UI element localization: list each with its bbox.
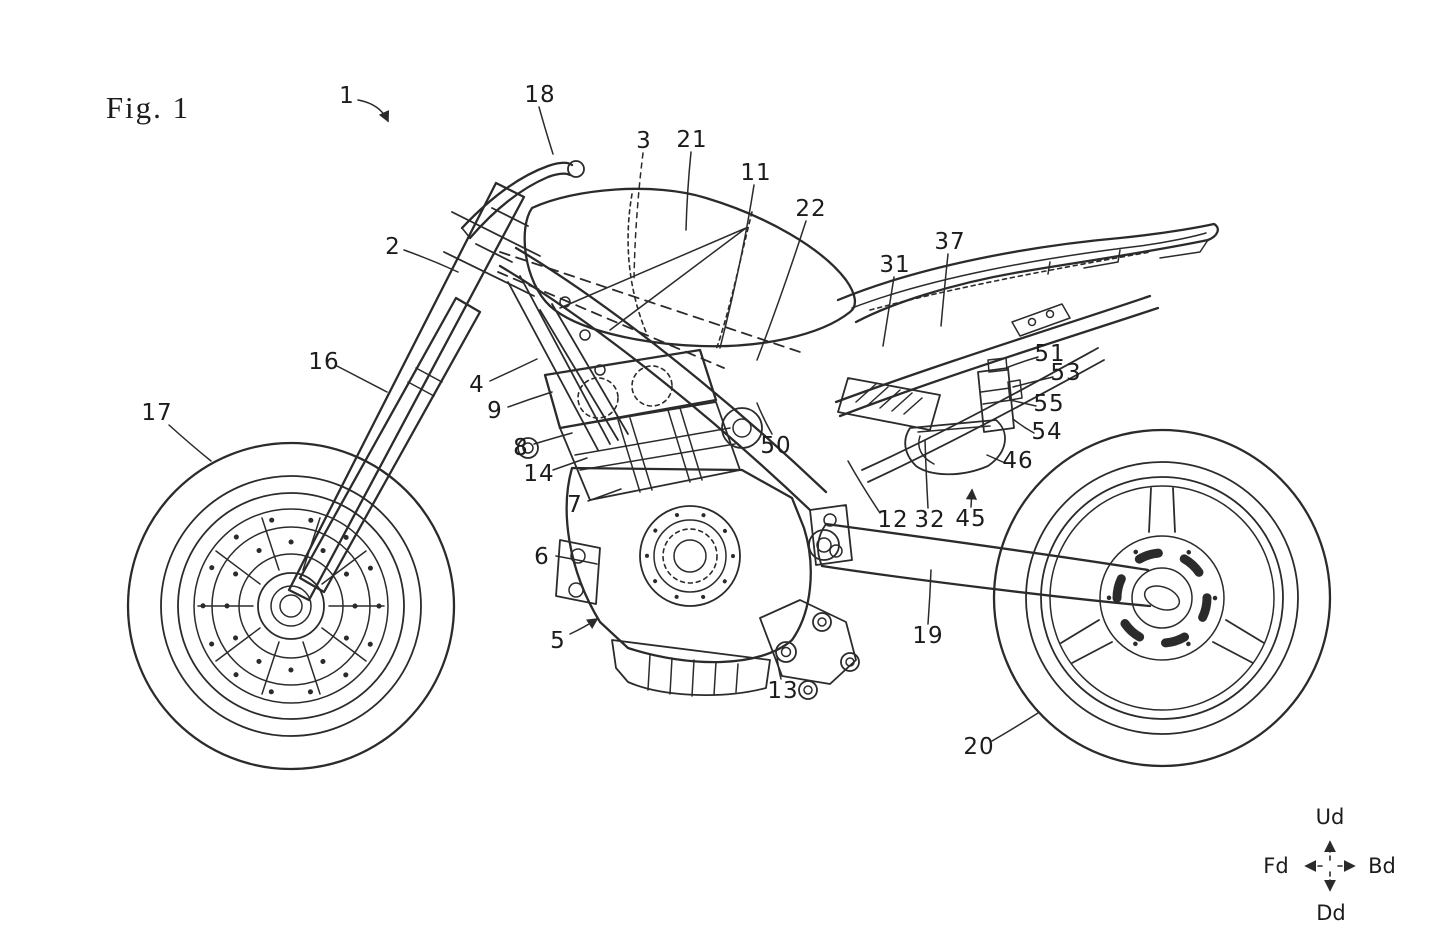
callout-3: 3 [636,128,652,154]
leader-45 [965,488,978,508]
callout-20: 20 [963,734,995,760]
leader-20 [991,712,1039,742]
callout-46: 46 [1002,448,1034,474]
callout-7: 7 [567,492,583,518]
leader-13 [776,655,782,680]
front-wheel [126,441,456,771]
shock-tab [1007,379,1023,401]
leader-1 [357,99,390,123]
leader-31 [882,276,895,347]
callout-37: 37 [934,229,966,255]
leader-21 [685,151,692,231]
leader-55 [1009,399,1037,407]
leader-51 [1005,356,1039,369]
subframe [834,294,1160,483]
compass-up-label: Ud [1315,805,1345,829]
leader-17 [168,424,212,462]
leader-53 [1012,376,1054,388]
callout-6: 6 [534,544,550,570]
leader-5 [569,618,599,635]
leader-50 [756,402,773,435]
leader-54 [1012,418,1035,434]
clutch-cover [639,505,741,607]
leader-3 [633,152,644,281]
compass-front-label: Fd [1263,854,1289,878]
leader-8 [533,432,573,445]
leader-19 [927,569,932,625]
leader-7 [587,488,622,502]
leader-12 [847,460,881,514]
callout-9: 9 [487,398,503,424]
callout-17: 17 [141,400,173,426]
leader-11 [719,184,755,349]
callout-11: 11 [740,160,772,186]
crankcase [565,466,812,664]
shock-body [977,367,1015,433]
callout-50: 50 [760,433,792,459]
hidden-frame-line [499,251,801,353]
leader-6 [555,555,598,565]
callout-55: 55 [1033,391,1065,417]
callout-5: 5 [550,628,566,654]
cam-circle-2 [631,365,673,407]
steering-head [475,207,529,263]
leader-2 [403,249,459,273]
callout-18: 18 [524,82,556,108]
leader-18 [538,106,554,155]
leader-22 [756,220,807,361]
downtube-b [539,303,629,441]
leader-9 [507,391,553,408]
callout-21: 21 [676,127,708,153]
leader-14 [552,457,588,471]
intake-boot [837,377,941,431]
front-mount [555,539,601,605]
compass-back-label: Bd [1368,854,1396,878]
oil-pan [611,639,771,697]
downtube-a [507,275,611,451]
callout-32: 32 [914,507,946,533]
callout-54: 54 [1031,419,1063,445]
seat-tail [836,222,1219,324]
callout-1: 1 [339,83,355,109]
rail-bracket [1011,303,1071,337]
tank-hidden-seam [627,193,647,333]
rear-wheel [992,428,1332,768]
callout-51: 51 [1034,341,1066,367]
leader-32 [924,439,929,509]
callout-16: 16 [308,349,340,375]
direction-compass [1304,840,1356,892]
front-fork [287,181,541,602]
engine [517,348,860,700]
callout-12: 12 [877,507,909,533]
cylinder-head [543,348,718,430]
callout-2: 2 [385,234,401,260]
callout-8: 8 [513,435,529,461]
leader-4 [489,358,538,382]
callout-22: 22 [795,196,827,222]
rear-spokes [1060,487,1265,664]
figure-title: Fig. 1 [105,90,191,125]
leader-46 [986,454,1006,464]
callout-53: 53 [1050,360,1082,386]
callout-45: 45 [955,506,987,532]
leader-16 [336,365,388,393]
handlebar [460,160,585,240]
pivot-plate [809,504,853,566]
rear-bracket [759,599,857,685]
leader-lines [168,99,1054,742]
callout-4: 4 [469,372,485,398]
callout-19: 19 [912,623,944,649]
callout-31: 31 [879,252,911,278]
rear-suspension [837,357,1023,476]
callout-14: 14 [523,461,555,487]
leader-37 [940,253,949,327]
bar-end [567,160,585,178]
cam-circle-1 [577,377,619,419]
callout-13: 13 [767,678,799,704]
compass-down-label: Dd [1316,901,1346,925]
swingarm [808,522,1152,608]
bracket-46 [904,419,1006,476]
